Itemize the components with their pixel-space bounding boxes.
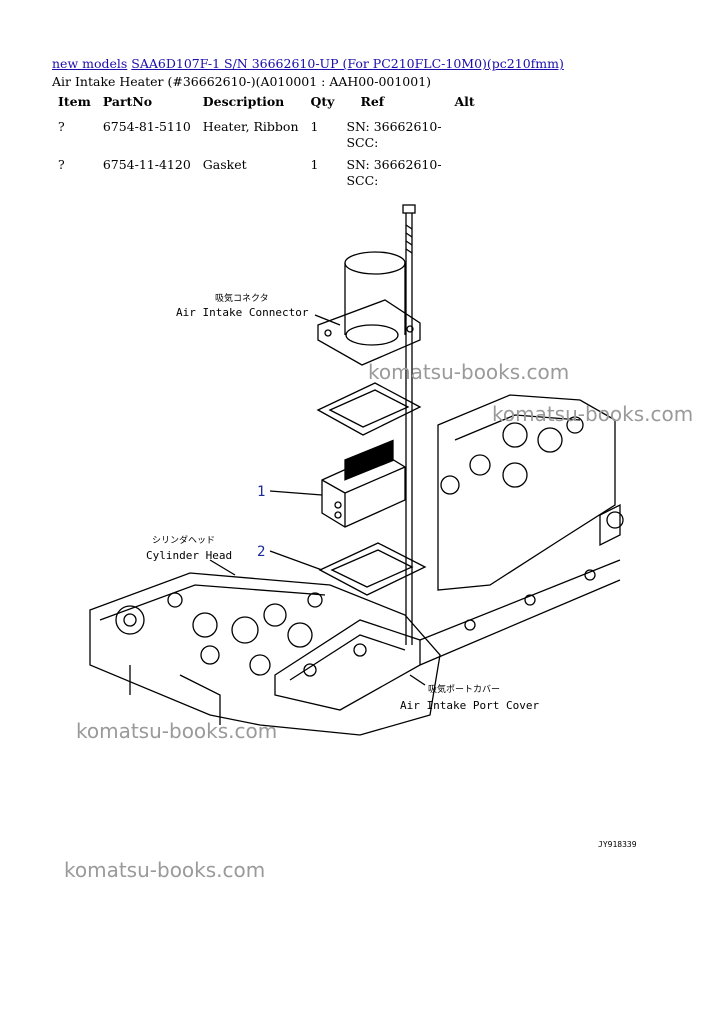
callout-2: 2 xyxy=(257,544,265,560)
leader-line-2 xyxy=(269,550,323,571)
cell-qty: 1 xyxy=(310,157,319,172)
watermark: komatsu-books.com xyxy=(492,402,694,426)
table-row: ? 6754-81-5110 Heater, Ribbon 1 SN: 3666… xyxy=(52,115,481,153)
col-ref: Ref xyxy=(360,94,385,109)
table-row: ? 6754-11-4120 Gasket 1 SN: 36662610-SCC… xyxy=(52,153,481,191)
table-header-row: Item PartNo Description Qty Ref Alt xyxy=(52,92,481,115)
label-port-en: Air Intake Port Cover xyxy=(400,699,539,712)
cell-alt xyxy=(448,115,480,153)
label-connector-en: Air Intake Connector xyxy=(176,306,309,319)
air-intake-port-cover xyxy=(274,559,621,711)
cell-item: ? xyxy=(58,157,65,172)
col-alt: Alt xyxy=(454,94,475,109)
label-connector-jp: 吸気コネクタ xyxy=(215,292,269,304)
exploded-parts-drawing: 吸気コネクタ Air Intake Connector シリンダヘッド Cyli… xyxy=(89,204,624,736)
drawing-code: JY918339 xyxy=(598,840,637,849)
leader-line-connector xyxy=(314,314,341,326)
col-description: Description xyxy=(202,94,285,109)
cell-description: Gasket xyxy=(202,157,247,172)
cell-item: ? xyxy=(58,119,65,134)
lower-gasket xyxy=(318,542,427,596)
cylinder-head-rear xyxy=(437,394,624,591)
page-subtitle: Air Intake Heater (#36662610-)(A010001 :… xyxy=(52,74,432,89)
cell-description: Heater, Ribbon xyxy=(202,119,299,134)
leader-line-port xyxy=(409,674,426,686)
watermark: komatsu-books.com xyxy=(76,719,278,743)
cell-qty: 1 xyxy=(310,119,319,134)
breadcrumb: new models SAA6D107F-1 S/N 36662610-UP (… xyxy=(52,56,564,71)
cell-partno: 6754-11-4120 xyxy=(102,157,191,172)
cell-ref: SN: 36662610-SCC: xyxy=(346,119,442,150)
col-partno: PartNo xyxy=(102,94,153,109)
label-port-jp: 吸気ポートカバー xyxy=(428,683,500,695)
leader-line-1 xyxy=(269,490,323,496)
cylinder-head-front xyxy=(89,572,441,736)
label-cylinder-jp: シリンダヘッド xyxy=(152,534,215,546)
cell-ref: SN: 36662610-SCC: xyxy=(346,157,442,188)
watermark: komatsu-books.com xyxy=(368,360,570,384)
upper-gasket xyxy=(316,382,422,436)
leader-line-cylinder xyxy=(209,559,236,576)
cell-partno: 6754-81-5110 xyxy=(102,119,191,134)
col-item: Item xyxy=(58,94,91,109)
label-cylinder-en: Cylinder Head xyxy=(146,549,232,562)
heater-ribbon xyxy=(321,439,406,528)
col-qty: Qty xyxy=(310,94,335,109)
breadcrumb-link-model[interactable]: SAA6D107F-1 S/N 36662610-UP (For PC210FL… xyxy=(131,56,564,71)
watermark: komatsu-books.com xyxy=(64,858,266,882)
cell-alt xyxy=(448,153,480,191)
callout-1: 1 xyxy=(257,484,265,500)
breadcrumb-link-new-models[interactable]: new models xyxy=(52,56,128,71)
parts-table: Item PartNo Description Qty Ref Alt ? 67… xyxy=(52,92,481,191)
air-intake-connector xyxy=(317,251,421,366)
